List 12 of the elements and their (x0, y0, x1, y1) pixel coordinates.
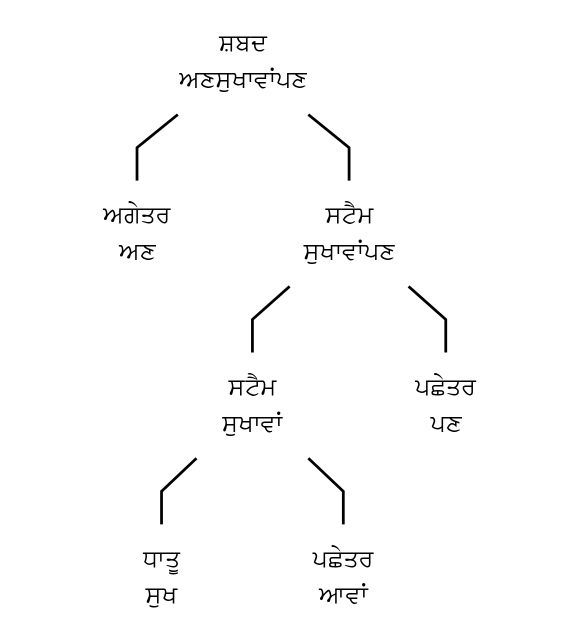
node-text: ਸਟੈਮ ਸੁਖਾਵਾਂਪਣ (303, 202, 395, 266)
node-text: ਧਾਤੂ ਸੁਖ (142, 545, 180, 610)
connector (307, 114, 350, 181)
connector (160, 457, 198, 524)
node-text: ਅਗੇਤਰ ਅਣ (102, 202, 171, 266)
node-text: ਪਛੇਤਰ ਆਵਾਂ (312, 545, 374, 610)
connector (307, 457, 344, 524)
node-text: ਪਛੇਤਰ ਪਣ (414, 373, 476, 438)
connector (250, 285, 290, 353)
connector (135, 114, 178, 181)
connector (407, 285, 447, 353)
node-text: ਸ਼ਬਦ ਅਣਸੁਖਾਵਾਂਪਣ (178, 30, 307, 94)
